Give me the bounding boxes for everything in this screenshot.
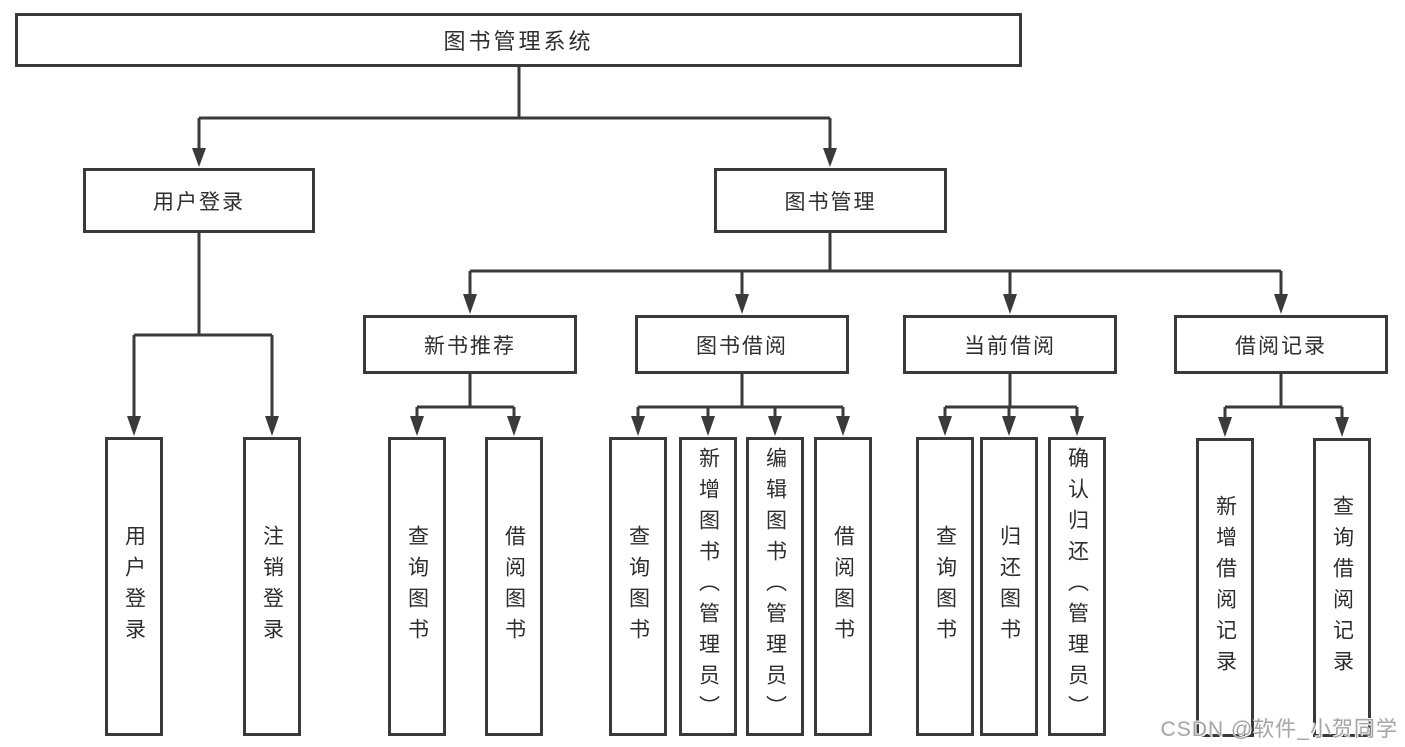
node-leaf-borrow-books-2: 借阅图书 bbox=[814, 437, 872, 736]
node-leaf-logout: 注销登录 bbox=[243, 437, 301, 736]
node-leaf-user-login: 用户登录 bbox=[105, 437, 163, 736]
node-book-borrowing: 图书借阅 bbox=[635, 315, 849, 374]
node-leaf-edit-book-admin: 编辑图书（管理员） bbox=[746, 437, 804, 736]
node-book-management: 图书管理 bbox=[714, 168, 947, 233]
node-borrowing-records: 借阅记录 bbox=[1174, 315, 1388, 374]
node-new-book-recommend: 新书推荐 bbox=[363, 315, 577, 374]
node-leaf-query-books-3: 查询图书 bbox=[916, 437, 974, 736]
node-leaf-query-books-1: 查询图书 bbox=[388, 437, 446, 736]
node-root: 图书管理系统 bbox=[15, 13, 1022, 67]
node-current-borrowing: 当前借阅 bbox=[903, 315, 1117, 374]
node-leaf-query-borrow-record: 查询借阅记录 bbox=[1313, 438, 1371, 737]
node-leaf-query-books-2: 查询图书 bbox=[609, 437, 667, 736]
node-leaf-confirm-return-admin: 确认归还（管理员） bbox=[1048, 437, 1106, 736]
node-leaf-add-book-admin: 新增图书（管理员） bbox=[679, 437, 737, 736]
node-user-login: 用户登录 bbox=[83, 168, 315, 233]
node-leaf-borrow-books-1: 借阅图书 bbox=[485, 437, 543, 736]
watermark-text: CSDN @软件_小贺同学 bbox=[1160, 718, 1398, 741]
node-leaf-add-borrow-record: 新增借阅记录 bbox=[1196, 438, 1254, 737]
node-leaf-return-books: 归还图书 bbox=[980, 437, 1038, 736]
